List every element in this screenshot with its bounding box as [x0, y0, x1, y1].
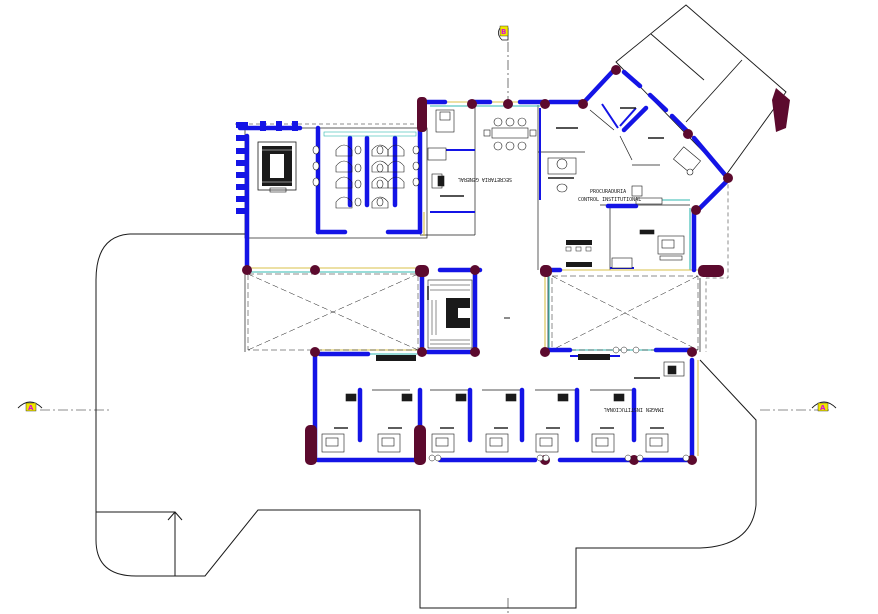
room-label-procuraduria-1: PROCURADURIA [590, 189, 626, 195]
auditorium-column [772, 88, 790, 132]
room-label-procuraduria-2: CONTROL INSTITUTIONAL [578, 197, 641, 203]
procuraduria-furniture [547, 107, 701, 269]
washbasins [428, 346, 690, 462]
toilet-icon [312, 145, 420, 207]
restroom-cubicles [323, 131, 417, 209]
stair-icon [427, 279, 473, 349]
svg-text:B: B [501, 28, 506, 36]
elevator-icon [257, 141, 297, 193]
room-label-imagen: IMAGEN INSTITUCIONAL [604, 406, 664, 412]
svg-text:A: A [28, 404, 34, 412]
void-left [247, 273, 419, 351]
columns [242, 65, 733, 465]
section-mark-left: A [17, 401, 43, 412]
room-label-secretaria: SECRETARIA GENERAL [458, 176, 512, 182]
desk-icon [321, 433, 669, 453]
svg-text:A: A [820, 404, 826, 412]
interior-partitions [244, 100, 701, 391]
section-mark-top: B [498, 25, 509, 41]
site-outline [95, 233, 757, 609]
office-furniture [321, 361, 685, 453]
walls [237, 67, 729, 463]
void-right [551, 275, 699, 351]
section-mark-right: A [811, 401, 837, 412]
left-small-windows [236, 121, 298, 214]
secretaria-furniture [427, 109, 537, 197]
chair-icon [376, 240, 610, 361]
